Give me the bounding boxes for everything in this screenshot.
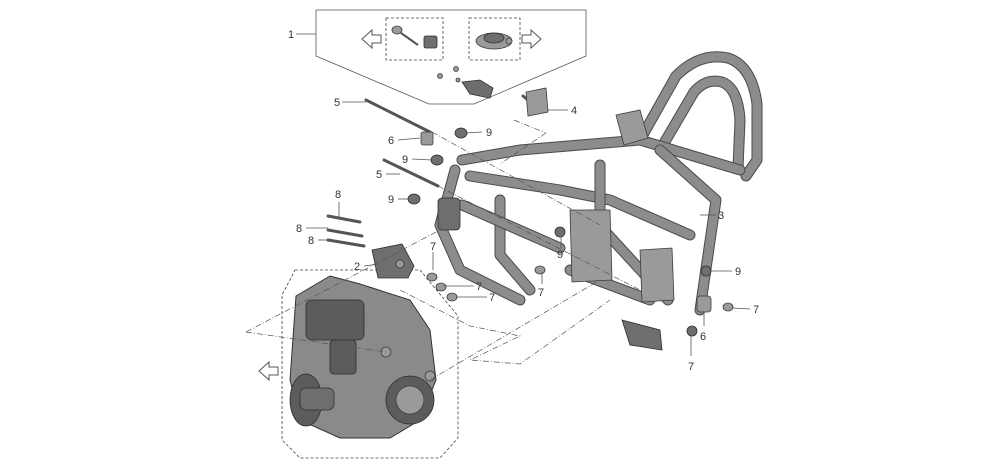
callout-9-e: 9 [735, 266, 741, 278]
callout-4: 4 [571, 105, 577, 117]
callout-9-d: 9 [557, 249, 563, 261]
engine-assembly [258, 269, 459, 459]
leader-lines [296, 33, 751, 356]
callout-5-mid: 5 [376, 169, 382, 181]
callout-7-c: 7 [489, 292, 495, 304]
alignment-lines [245, 119, 641, 381]
inset-key-set [315, 9, 587, 105]
right-arrow-icon [521, 28, 542, 50]
callout-9-a: 9 [486, 127, 492, 139]
callout-6-top: 6 [388, 135, 394, 147]
callout-7-e: 7 [753, 304, 759, 316]
callout-8-mid: 8 [296, 223, 302, 235]
callout-8-top: 8 [335, 189, 341, 201]
callout-7-a: 7 [430, 241, 436, 253]
fuel-cap-icon [475, 32, 513, 50]
callout-9-b: 9 [402, 154, 408, 166]
callout-3: 3 [718, 210, 724, 222]
callout-1: 1 [288, 29, 294, 41]
callout-9-c: 9 [388, 194, 394, 206]
callout-2: 2 [354, 261, 360, 273]
callout-7-b: 7 [476, 281, 482, 293]
engine-mount-bracket [371, 243, 415, 279]
callout-7-d: 7 [538, 287, 544, 299]
left-arrow-icon [258, 360, 279, 382]
callout-6-right: 6 [700, 331, 706, 343]
left-arrow-icon [361, 28, 382, 50]
callout-5-top: 5 [334, 97, 340, 109]
small-parts [437, 66, 494, 99]
callout-8-bottom: 8 [308, 235, 314, 247]
callout-numbers: 1 2 3 4 5 5 6 6 7 7 7 7 7 7 8 8 8 9 9 9 … [288, 29, 759, 373]
ignition-key-icon [391, 25, 438, 49]
callout-7-f: 7 [688, 361, 694, 373]
